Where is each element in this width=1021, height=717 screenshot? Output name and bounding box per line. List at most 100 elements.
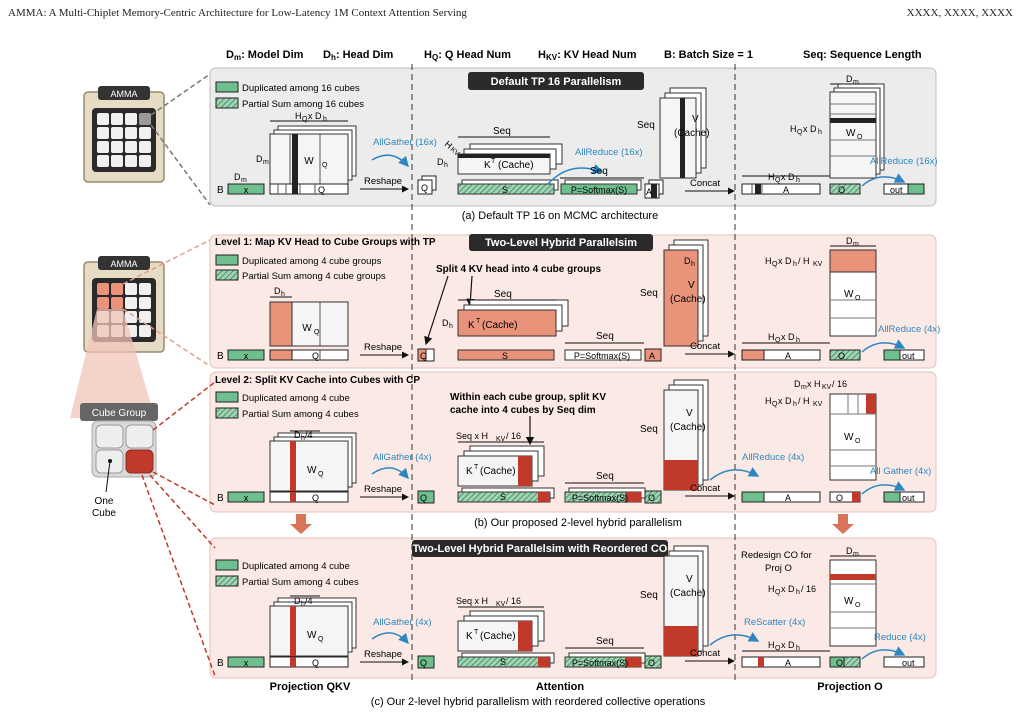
svg-text:HQ: Q Head Num: HQ: Q Head Num [424, 49, 511, 62]
svg-text:Partial Sum among 16 cubes: Partial Sum among 16 cubes [242, 99, 364, 110]
svg-text:m: m [801, 384, 807, 391]
svg-text:Cube Group: Cube Group [92, 408, 147, 419]
svg-text:Duplicated among 16 cubes: Duplicated among 16 cubes [242, 83, 360, 94]
svg-text:/ H: / H [798, 396, 810, 406]
svg-text:Redesign CO for: Redesign CO for [741, 550, 812, 561]
svg-text:Q: Q [420, 493, 427, 503]
svg-text:(b) Our proposed 2-level hybri: (b) Our proposed 2-level hybrid parallel… [474, 517, 682, 529]
svg-text:Q: Q [421, 183, 428, 193]
svg-text:D: D [256, 154, 263, 164]
svg-text:/ 16: / 16 [506, 431, 521, 441]
amma-chip-a: AMMA [83, 73, 211, 206]
svg-text:O: O [836, 493, 843, 503]
svg-text:Q: Q [772, 401, 778, 408]
svg-text:x D: x D [781, 584, 795, 594]
svg-text:P=Softmax(S): P=Softmax(S) [572, 493, 628, 503]
svg-text:H: H [295, 111, 302, 121]
svg-text:/4: /4 [305, 430, 313, 440]
svg-text:Partial Sum among 4 cubes: Partial Sum among 4 cubes [242, 409, 359, 420]
svg-text:Seq x H: Seq x H [456, 431, 488, 441]
svg-text:Q: Q [772, 261, 778, 268]
svg-text:AMMA: AMMA [111, 89, 138, 99]
svg-text:A: A [785, 351, 791, 361]
svg-text:Q: Q [420, 658, 427, 668]
svg-text:H: H [768, 640, 775, 650]
svg-text:h: h [793, 261, 797, 268]
svg-text:Within each cube group, split: Within each cube group, split KV [450, 392, 606, 403]
svg-text:Default TP 16 Parallelism: Default TP 16 Parallelism [491, 76, 622, 88]
svg-text:A: A [783, 185, 789, 195]
svg-text:Reshape: Reshape [364, 484, 402, 495]
svg-text:h: h [691, 261, 695, 268]
svg-text:K: K [466, 631, 473, 642]
svg-text:P=Softmax(S): P=Softmax(S) [571, 185, 627, 195]
svg-text:Seq: Seq [494, 289, 512, 300]
svg-text:(Cache): (Cache) [670, 422, 706, 433]
svg-text:h: h [301, 601, 305, 608]
svg-text:m: m [853, 551, 859, 558]
svg-text:O: O [648, 493, 655, 503]
svg-text:A: A [785, 658, 791, 668]
svg-text:Q: Q [322, 162, 328, 169]
svg-text:AllGather (4x): AllGather (4x) [373, 452, 432, 463]
svg-text:/ 16: / 16 [801, 584, 816, 594]
svg-text:Q: Q [318, 636, 324, 643]
svg-text:Reshape: Reshape [364, 342, 402, 353]
svg-text:D: D [846, 236, 853, 246]
cube-group: Cube Group One Cube [80, 403, 158, 519]
svg-text:x D: x D [778, 256, 792, 266]
svg-text:Cube: Cube [92, 508, 116, 519]
cube-zoom-lines [141, 381, 216, 677]
svg-text:W: W [844, 596, 854, 607]
panel-b-level2-background [209, 371, 937, 513]
svg-text:AllGather (4x): AllGather (4x) [373, 617, 432, 628]
svg-text:cache into 4 cubes by Seq dim: cache into 4 cubes by Seq dim [450, 405, 596, 416]
svg-text:A: A [646, 187, 652, 197]
svg-text:out: out [902, 658, 915, 668]
panel-a-background [209, 67, 937, 207]
svg-text:Seq x H: Seq x H [456, 596, 488, 606]
svg-text:Q: Q [302, 116, 308, 123]
svg-text:(Cache): (Cache) [482, 320, 518, 331]
svg-text:B: B [217, 351, 224, 362]
svg-text:Split 4 KV head into 4 cube gr: Split 4 KV head into 4 cube groups [436, 264, 601, 275]
svg-text:D: D [684, 256, 691, 266]
svg-text:Q: Q [775, 177, 781, 184]
svg-text:m: m [853, 241, 859, 248]
svg-text:x H: x H [807, 379, 821, 389]
svg-text:H: H [765, 396, 772, 406]
svg-text:W: W [307, 465, 317, 476]
svg-text:P=Softmax(S): P=Softmax(S) [574, 351, 630, 361]
svg-text:x D: x D [803, 124, 817, 134]
svg-text:O: O [836, 658, 843, 668]
svg-text:W: W [846, 128, 856, 139]
svg-text:K: K [466, 466, 473, 477]
svg-text:D: D [294, 430, 301, 440]
svg-text:D: D [846, 546, 853, 556]
svg-text:m: m [241, 177, 247, 184]
svg-text:K: K [484, 160, 491, 171]
svg-text:h: h [301, 435, 305, 442]
svg-text:Reshape: Reshape [364, 649, 402, 660]
svg-text:h: h [796, 337, 800, 344]
svg-text:Seq: Seq [640, 288, 658, 299]
svg-text:H: H [765, 256, 772, 266]
panel-a: Default TP 16 Parallelism Duplicated amo… [215, 72, 938, 222]
svg-text:Q: Q [775, 645, 781, 652]
svg-text:h: h [323, 116, 327, 123]
svg-text:(a) Default TP 16 on MCMC arch: (a) Default TP 16 on MCMC architecture [462, 210, 658, 222]
svg-text:O: O [838, 351, 845, 361]
svg-text:H: H [768, 584, 775, 594]
svg-text:Seq: Seq [596, 331, 614, 342]
svg-text:m: m [263, 159, 269, 166]
running-title: AMMA: A Multi-Chiplet Memory-Centric Arc… [8, 7, 467, 19]
svg-text:A: A [649, 351, 655, 361]
svg-text:Q: Q [312, 493, 319, 503]
svg-text:(Cache): (Cache) [674, 128, 710, 139]
svg-text:h: h [281, 291, 285, 298]
svg-text:Q: Q [312, 658, 319, 668]
svg-text:S: S [502, 185, 508, 195]
svg-text:W: W [844, 432, 854, 443]
svg-text:x: x [244, 493, 249, 503]
